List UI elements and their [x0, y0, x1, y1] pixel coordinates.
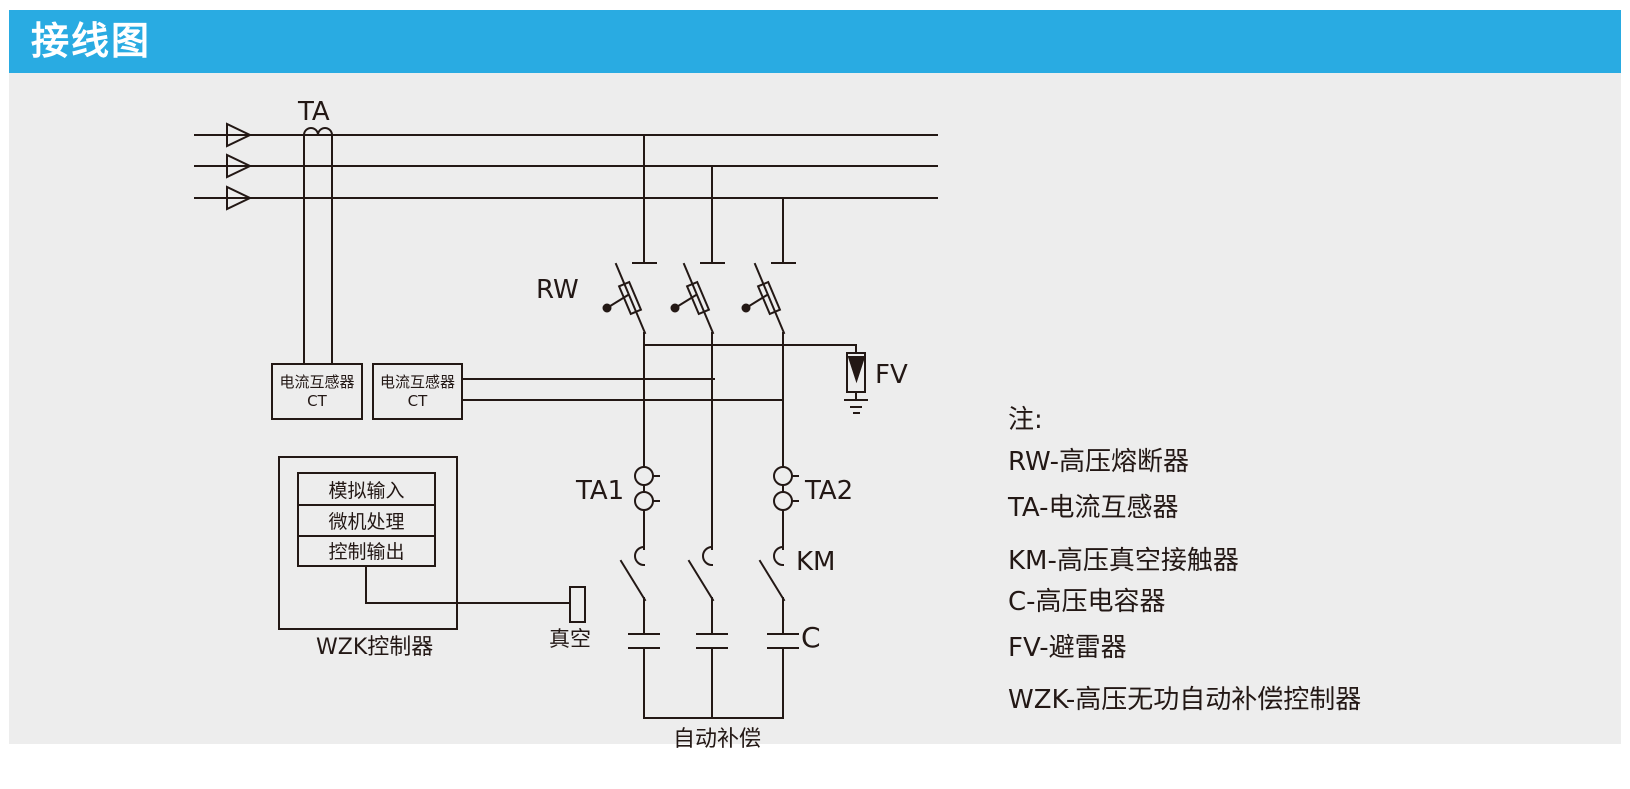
ta1-label: TA1: [576, 476, 625, 506]
vacuum-caption: 真空: [549, 627, 591, 651]
module-mcu-processing: 微机处理: [299, 504, 434, 534]
wzk-controller-modules: 模拟输入 微机处理 控制输出: [297, 472, 436, 567]
ta-label: TA: [298, 97, 330, 127]
fv-label: FV: [875, 360, 908, 390]
rw-label: RW: [536, 275, 579, 305]
ta2-label: TA2: [805, 476, 854, 506]
legend-item-c: C-高压电容器: [1008, 587, 1166, 617]
legend-heading: 注:: [1008, 405, 1043, 435]
ct-box-right-line1: 电流互感器: [379, 372, 455, 391]
module-control-output: 控制输出: [299, 534, 434, 565]
auto-compensation-caption: 自动补偿: [673, 727, 762, 752]
legend-item-km: KM-高压真空接触器: [1008, 546, 1239, 576]
ct-box-right-line2: CT: [407, 391, 428, 410]
header-bar: 接线图: [9, 10, 1621, 73]
wiring-diagram-panel: [9, 73, 1621, 744]
wzk-controller-caption: WZK控制器: [316, 635, 434, 660]
legend-item-rw: RW-高压熔断器: [1008, 447, 1190, 477]
ct-box-left-line1: 电流互感器: [279, 372, 355, 391]
wzk-controller-box: [278, 456, 458, 630]
legend-item-ta: TA-电流互感器: [1008, 493, 1179, 523]
ct-box-left: 电流互感器 CT: [271, 363, 363, 420]
module-analog-input: 模拟输入: [328, 479, 405, 502]
ct-box-right: 电流互感器 CT: [372, 363, 463, 420]
ct-box-left-line2: CT: [307, 391, 327, 410]
legend-item-wzk: WZK-高压无功自动补偿控制器: [1008, 685, 1362, 715]
legend-item-fv: FV-避雷器: [1008, 633, 1127, 663]
km-label: KM: [796, 547, 836, 577]
page-title: 接线图: [31, 19, 152, 63]
c-label: C: [801, 621, 821, 654]
